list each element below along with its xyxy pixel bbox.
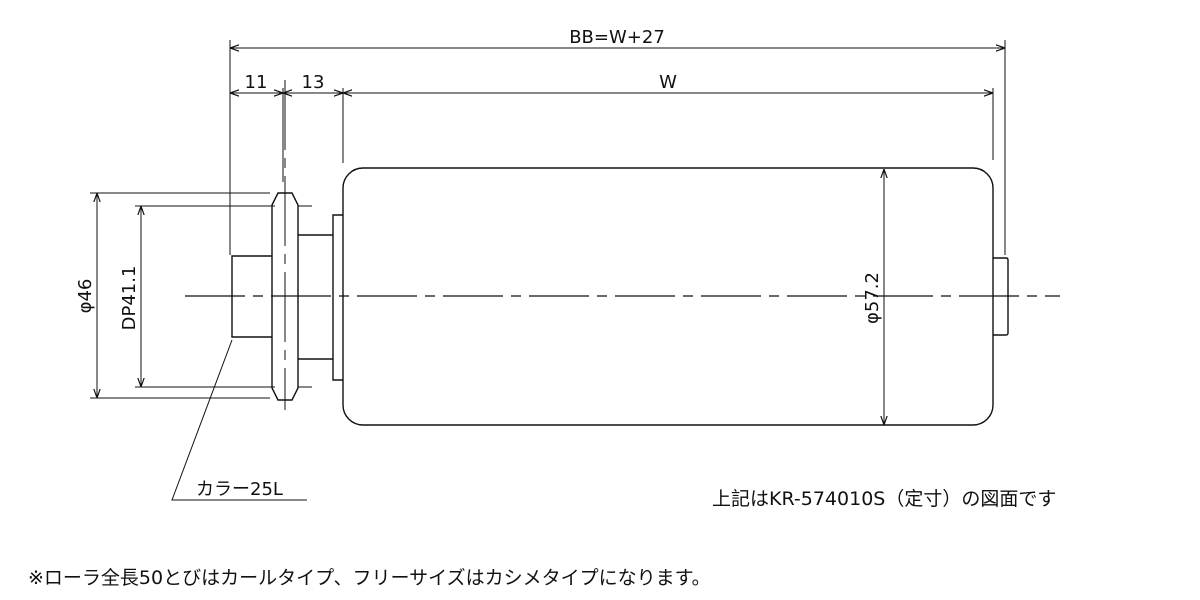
- dim-dp41-label: DP41.1: [119, 266, 140, 331]
- collar-leader: [171, 339, 307, 501]
- dim-13-label: 13: [302, 72, 325, 93]
- drawing-reference-note: 上記はKR-574010S（定寸）の図面です: [712, 488, 1057, 510]
- dim-11-label: 11: [245, 72, 268, 93]
- dimension-lines: [97, 48, 1004, 424]
- collar-label: カラー25L: [196, 479, 283, 500]
- footnote: ※ローラ全長50とびはカールタイプ、フリーサイズはカシメタイプになります。: [28, 567, 711, 589]
- dim-phi46-label: φ46: [75, 279, 96, 314]
- extension-lines: [90, 40, 1006, 399]
- centerlines: [185, 80, 1060, 410]
- dim-phi57-label: φ57.2: [862, 272, 883, 324]
- dim-w-label: W: [659, 72, 677, 93]
- dim-overall-label: BB=W+27: [569, 27, 665, 48]
- sprocket: [271, 192, 312, 401]
- left-hub: [298, 214, 343, 381]
